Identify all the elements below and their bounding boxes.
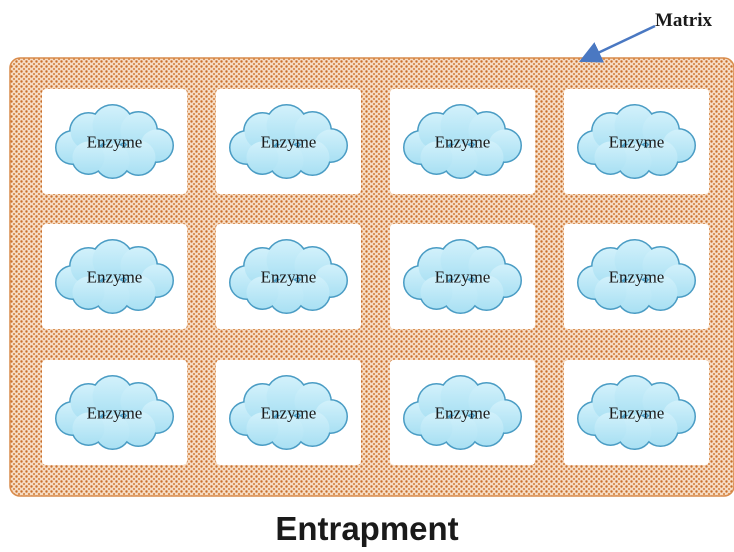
matrix bbox=[9, 57, 734, 497]
diagram-caption: Entrapment bbox=[275, 510, 459, 547]
matrix-label: Matrix bbox=[655, 10, 712, 31]
enzyme-cell: Enzyme bbox=[216, 89, 361, 194]
enzyme-label: Enzyme bbox=[87, 133, 143, 152]
enzyme-label: Enzyme bbox=[87, 404, 143, 423]
enzyme-cell: Enzyme bbox=[42, 224, 187, 329]
enzyme-cell: Enzyme bbox=[390, 360, 535, 465]
enzyme-label: Enzyme bbox=[261, 268, 317, 287]
enzyme-cell: Enzyme bbox=[564, 360, 709, 465]
enzyme-label: Enzyme bbox=[609, 404, 665, 423]
enzyme-cell: Enzyme bbox=[390, 89, 535, 194]
matrix-pointer-arrow bbox=[578, 24, 656, 63]
enzyme-label: Enzyme bbox=[87, 268, 143, 287]
enzyme-cell: Enzyme bbox=[216, 360, 361, 465]
enzyme-cell: Enzyme bbox=[42, 360, 187, 465]
enzyme-label: Enzyme bbox=[261, 404, 317, 423]
enzyme-label: Enzyme bbox=[261, 133, 317, 152]
enzyme-cell: Enzyme bbox=[216, 224, 361, 329]
enzyme-cell: Enzyme bbox=[390, 224, 535, 329]
enzyme-cell: Enzyme bbox=[564, 224, 709, 329]
enzyme-cell: Enzyme bbox=[564, 89, 709, 194]
enzyme-label: Enzyme bbox=[435, 133, 491, 152]
enzyme-label: Enzyme bbox=[435, 268, 491, 287]
enzyme-label: Enzyme bbox=[609, 268, 665, 287]
enzyme-label: Enzyme bbox=[609, 133, 665, 152]
enzyme-label: Enzyme bbox=[435, 404, 491, 423]
enzyme-cell: Enzyme bbox=[42, 89, 187, 194]
